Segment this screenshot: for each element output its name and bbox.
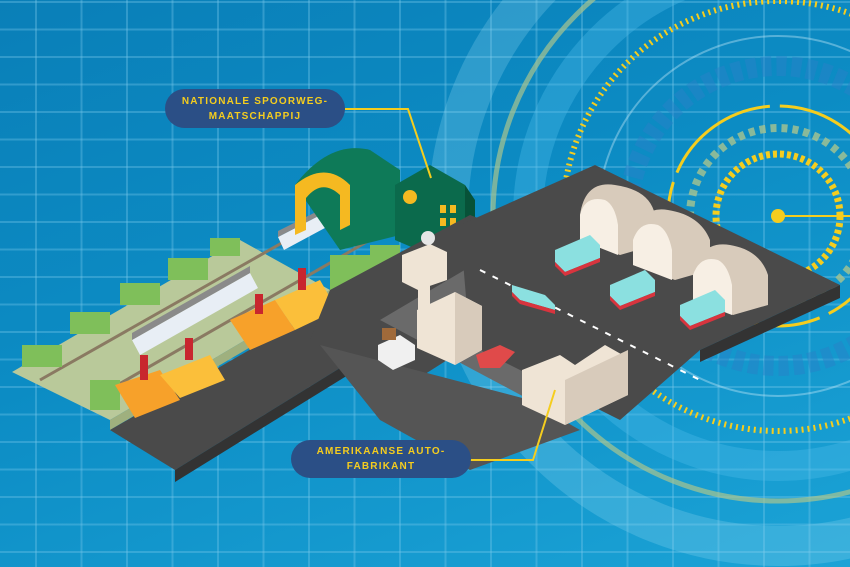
bus-depot [512, 184, 768, 330]
automaker-label-line1: AMERIKAANSE AUTO- [316, 446, 446, 457]
railway-label-line1: NATIONALE SPOORWEG- [181, 95, 329, 107]
hangar-icon [580, 184, 768, 315]
railway-label: NATIONALE SPOORWEG- MAATSCHAPPIJ [165, 89, 345, 128]
truck-icon [378, 328, 415, 370]
radar-tower-icon [402, 231, 447, 310]
car-icon [476, 345, 515, 368]
leader-lines [345, 108, 556, 461]
automaker-label-line2: FABRIKANT [346, 461, 416, 472]
railway-label-line2: MAATSCHAPPIJ [208, 110, 302, 122]
office-building-icon [417, 292, 482, 365]
factory-icon [115, 268, 337, 418]
station-clock-icon [403, 190, 417, 204]
automaker-label: AMERIKAANSE AUTO- FABRIKANT [291, 440, 471, 478]
bus-icon [512, 235, 725, 330]
office-building-icon [522, 345, 628, 425]
